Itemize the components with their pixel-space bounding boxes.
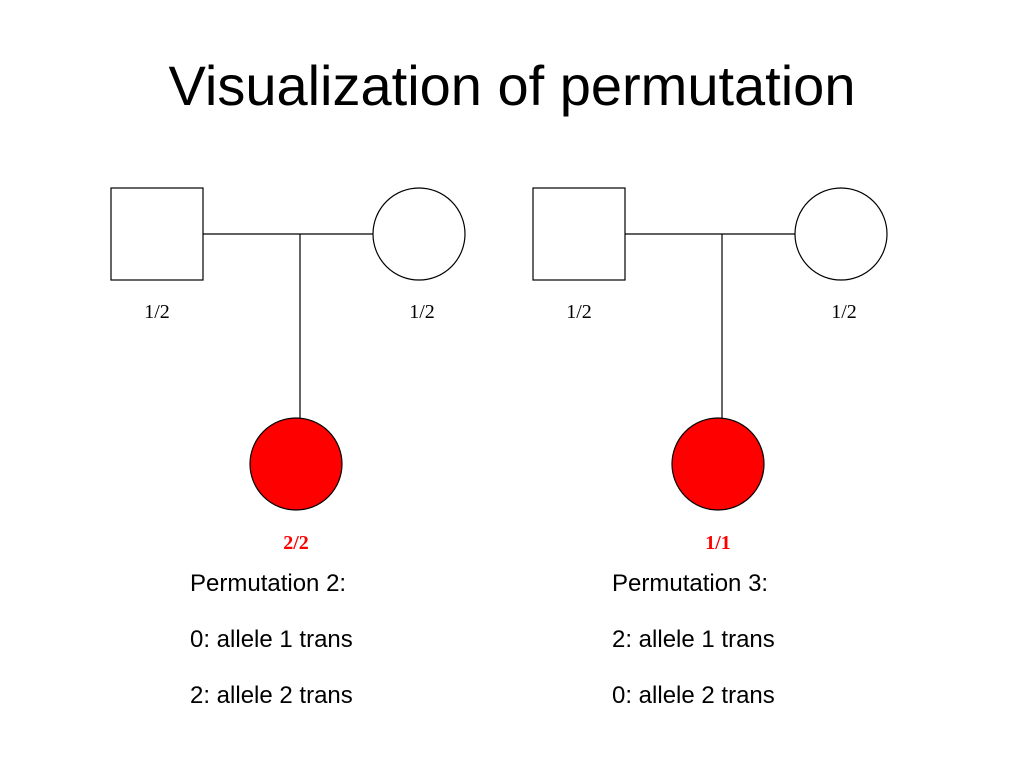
mother-genotype: 1/2 <box>831 301 857 323</box>
permutation-caption-2: Permutation 3: 2: allele 1 trans 0: alle… <box>612 572 775 740</box>
mother-circle <box>372 187 466 281</box>
caption-line: 0: allele 1 trans <box>190 626 353 653</box>
child-genotype: 2/2 <box>283 532 309 554</box>
pedigree-1: 1/2 1/2 2/2 <box>110 187 466 554</box>
caption-heading: Permutation 3: <box>612 570 769 597</box>
permutation-caption-1: Permutation 2: 0: allele 1 trans 2: alle… <box>190 572 353 740</box>
caption-line: 0: allele 2 trans <box>612 682 775 709</box>
caption-line: 2: allele 2 trans <box>190 682 353 709</box>
slide-title: Visualization of permutation <box>168 54 856 117</box>
child-genotype: 1/1 <box>705 532 731 554</box>
caption-heading: Permutation 2: <box>190 570 347 597</box>
caption-line: 2: allele 1 trans <box>612 626 775 653</box>
father-square <box>532 187 626 281</box>
father-genotype: 1/2 <box>566 301 592 323</box>
mother-genotype: 1/2 <box>409 301 435 323</box>
father-genotype: 1/2 <box>144 301 170 323</box>
mother-circle <box>794 187 888 281</box>
affected-child-circle <box>249 417 343 511</box>
pedigree-2: 1/2 1/2 1/1 <box>532 187 888 554</box>
affected-child-circle <box>671 417 765 511</box>
father-square <box>110 187 204 281</box>
